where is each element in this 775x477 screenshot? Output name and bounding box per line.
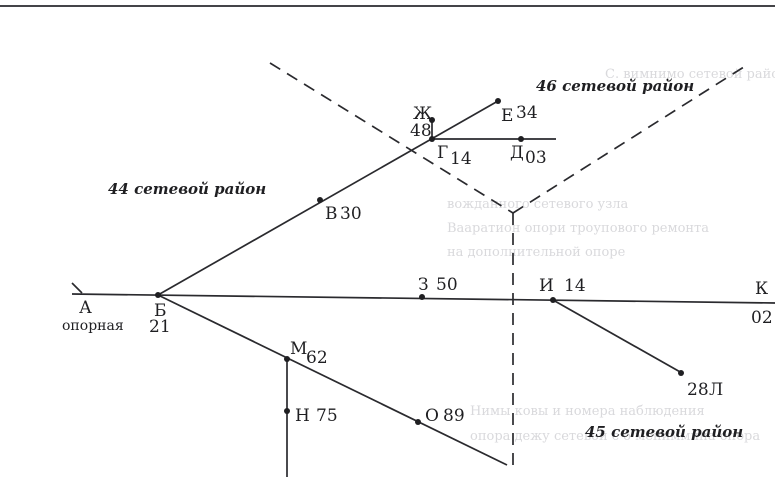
node-zh-label: Ж: [413, 104, 432, 124]
tick-a: [71, 282, 83, 294]
node-g-label: Г: [437, 143, 448, 163]
line-i-l: [552, 299, 683, 374]
node-dot-v: [317, 197, 323, 203]
node-dot-i: [550, 297, 556, 303]
node-e-number: 34: [516, 103, 538, 123]
region-45-label: 45 сетевой район: [585, 423, 743, 441]
node-b-number: 21: [149, 317, 171, 337]
node-dot-zh: [429, 117, 435, 123]
node-n-label: Н: [295, 406, 310, 426]
ghost-line-2: вожданного сетевого узла: [447, 197, 629, 212]
node-i-label: И: [539, 276, 554, 296]
node-z-number: 50: [436, 275, 458, 295]
node-g-number: 14: [450, 149, 472, 169]
node-dot-d: [518, 136, 524, 142]
ghost-line-6: опора дежу сетевой с о мениммина опора: [470, 429, 760, 444]
node-zh-number: 48: [410, 121, 432, 141]
node-a-note: опорная: [62, 318, 124, 334]
node-z-label: З: [418, 275, 429, 295]
ghost-line-3: Вааратион опори троупового ремонта: [447, 221, 709, 236]
ghost-line-1: С. вимнимо сетевой район: [605, 67, 775, 82]
node-i-number: 14: [564, 276, 586, 296]
node-dot-b: [155, 292, 161, 298]
node-d-label: Д: [510, 143, 524, 163]
node-l-number: 28: [687, 380, 709, 400]
node-dot-z: [419, 294, 425, 300]
node-b-label: Б: [154, 301, 167, 321]
line-b-e: [157, 100, 499, 296]
region-44-label: 44 сетевой район: [108, 180, 266, 198]
boundary-left: [269, 62, 514, 214]
node-n-number: 75: [316, 406, 338, 426]
node-k-number: 02: [751, 308, 773, 328]
node-dot-e: [495, 98, 501, 104]
node-l-label: Л: [709, 380, 723, 400]
node-a-label: А: [79, 298, 92, 318]
node-m-label: М: [290, 339, 307, 359]
node-k-label: К: [755, 279, 768, 299]
node-dot-n: [284, 408, 290, 414]
node-dot-g: [429, 136, 435, 142]
node-v-label: В: [325, 204, 338, 224]
node-dot-o: [415, 419, 421, 425]
node-m-number: 62: [306, 348, 328, 368]
background-text: С. вимнимо сетевой район вожданного сете…: [447, 67, 775, 444]
node-v-number: 30: [340, 204, 362, 224]
region-46-label: 46 сетевой район: [536, 77, 694, 95]
node-o-label: О: [425, 406, 439, 426]
node-dot-m: [284, 356, 290, 362]
node-dot-l: [678, 370, 684, 376]
node-o-number: 89: [443, 406, 465, 426]
ghost-line-5: Нимы ковы и номера наблюдения: [470, 404, 705, 419]
line-b-o: [157, 294, 508, 466]
node-d-number: 03: [525, 148, 547, 168]
boundary-right: [512, 64, 748, 214]
ghost-line-4: на дополнительной опоре: [447, 245, 626, 260]
node-e-label: Е: [501, 106, 513, 126]
